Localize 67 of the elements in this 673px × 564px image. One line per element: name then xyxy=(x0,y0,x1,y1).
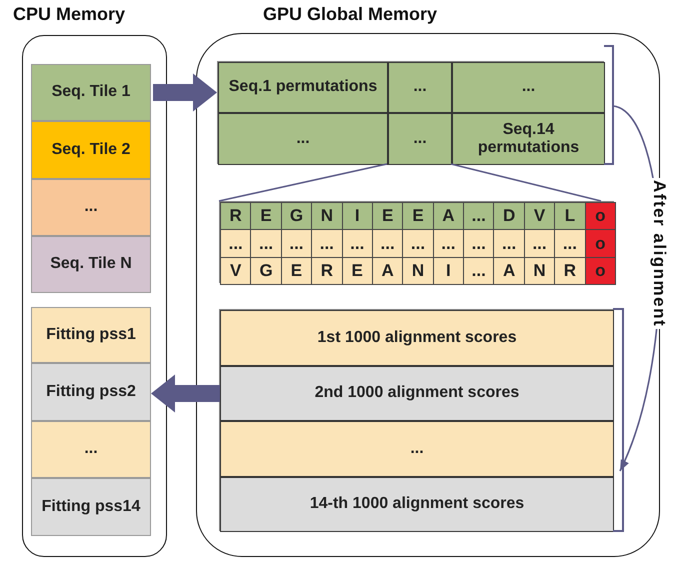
edge-label: After alignment xyxy=(649,178,669,330)
residue-cell: ... xyxy=(554,229,586,258)
memory-tile: Seq. Tile 1 xyxy=(31,64,151,121)
permutation-table xyxy=(217,61,604,164)
residue-cell: G xyxy=(280,202,312,230)
region-title: CPU Memory xyxy=(13,4,126,25)
memory-tile: Fitting pss2 xyxy=(31,363,151,421)
score-row: 1st 1000 alignment scores xyxy=(220,310,614,366)
table-cell: Seq.1 permutations xyxy=(218,62,388,113)
residue-cell: ... xyxy=(220,229,252,258)
residue-cell: N xyxy=(524,256,556,285)
residue-cell: ... xyxy=(493,229,525,258)
residue-cell: o xyxy=(584,229,616,258)
residue-cell: N xyxy=(311,202,343,230)
residue-cell: ... xyxy=(432,229,464,258)
table-cell: ... xyxy=(388,113,452,165)
residue-cell: N xyxy=(402,256,434,285)
residue-cell: V xyxy=(524,202,556,230)
memory-tile: Fitting pss1 xyxy=(31,307,151,363)
residue-cell: A xyxy=(372,256,404,285)
residue-cell: R xyxy=(554,256,586,285)
residue-cell: ... xyxy=(342,229,373,258)
residue-cell: D xyxy=(493,202,525,230)
residue-cell: ... xyxy=(311,229,343,258)
block-arrow xyxy=(153,74,217,112)
residue-cell: I xyxy=(342,202,373,230)
residue-cell: V xyxy=(220,256,252,285)
residue-cell: ... xyxy=(402,229,434,258)
residue-cell: E xyxy=(372,202,404,230)
region-title: GPU Global Memory xyxy=(263,4,438,25)
residue-cell: E xyxy=(250,202,282,230)
block-arrow xyxy=(151,374,220,412)
residue-cell: A xyxy=(493,256,525,285)
residue-cell: ... xyxy=(463,229,494,258)
residue-cell: ... xyxy=(463,256,494,285)
table-cell: Seq.14 permutations xyxy=(452,113,605,165)
residue-cell: L xyxy=(554,202,586,230)
score-row: 2nd 1000 alignment scores xyxy=(220,366,614,421)
memory-tile: ... xyxy=(31,421,151,478)
residue-cell: o xyxy=(584,202,616,230)
residue-cell: ... xyxy=(372,229,404,258)
residue-grid xyxy=(219,201,614,283)
residue-cell: o xyxy=(584,256,616,285)
zoom-line xyxy=(218,163,388,202)
residue-cell: ... xyxy=(463,202,494,230)
score-row: 14-th 1000 alignment scores xyxy=(220,477,614,532)
residue-cell: ... xyxy=(280,229,312,258)
score-table xyxy=(219,309,613,531)
residue-cell: R xyxy=(220,202,252,230)
residue-cell: ... xyxy=(524,229,556,258)
residue-cell: E xyxy=(342,256,373,285)
memory-tile: ... xyxy=(31,179,151,236)
table-cell: ... xyxy=(388,62,452,113)
residue-cell: ... xyxy=(250,229,282,258)
residue-cell: I xyxy=(432,256,464,285)
memory-tile: Seq. Tile 2 xyxy=(31,121,151,179)
memory-tile: Seq. Tile N xyxy=(31,236,151,293)
residue-cell: E xyxy=(280,256,312,285)
residue-cell: G xyxy=(250,256,282,285)
zoom-line xyxy=(450,163,602,202)
residue-cell: R xyxy=(311,256,343,285)
score-row: ... xyxy=(220,421,614,477)
table-cell: ... xyxy=(218,113,388,165)
residue-cell: E xyxy=(402,202,434,230)
memory-tile: Fitting pss14 xyxy=(31,478,151,536)
table-cell: ... xyxy=(452,62,605,113)
residue-cell: A xyxy=(432,202,464,230)
